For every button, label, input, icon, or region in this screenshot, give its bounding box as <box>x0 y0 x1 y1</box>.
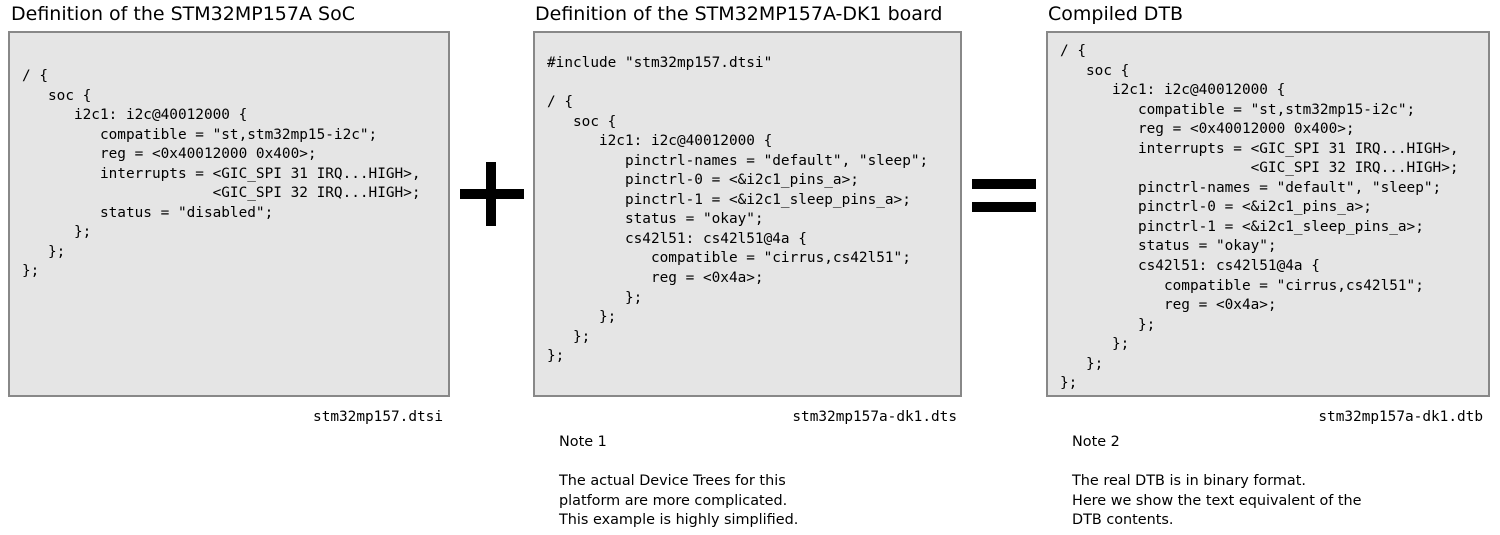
plus-sign <box>460 162 524 226</box>
board-code-listing: #include "stm32mp157.dtsi" / { soc { i2c… <box>547 55 929 365</box>
note-2-text: The real DTB is in binary format. Here w… <box>1072 473 1362 528</box>
note-1-text: The actual Device Trees for this platfor… <box>559 473 799 528</box>
board-panel-title: Definition of the STM32MP157A-DK1 board <box>535 3 943 25</box>
compiled-code-box <box>1046 31 1490 397</box>
compiled-code-listing: / { soc { i2c1: i2c@40012000 { compatibl… <box>1060 43 1459 392</box>
note-1-heading: Note 1 <box>559 434 607 450</box>
soc-code-listing: / { soc { i2c1: i2c@40012000 { compatibl… <box>22 68 421 280</box>
board-code-box <box>533 31 962 397</box>
equals-top-bar <box>972 179 1036 189</box>
note-2-heading: Note 2 <box>1072 434 1120 450</box>
compiled-filename: stm32mp157a-dk1.dtb <box>1318 409 1483 425</box>
plus-horizontal-bar <box>460 189 524 199</box>
equals-bottom-bar <box>972 202 1036 212</box>
soc-code-box <box>8 31 450 397</box>
soc-panel-title: Definition of the STM32MP157A SoC <box>11 3 355 25</box>
equals-sign <box>972 179 1036 212</box>
compiled-panel-title: Compiled DTB <box>1048 3 1184 25</box>
soc-filename: stm32mp157.dtsi <box>313 409 443 425</box>
board-filename: stm32mp157a-dk1.dts <box>792 409 957 425</box>
